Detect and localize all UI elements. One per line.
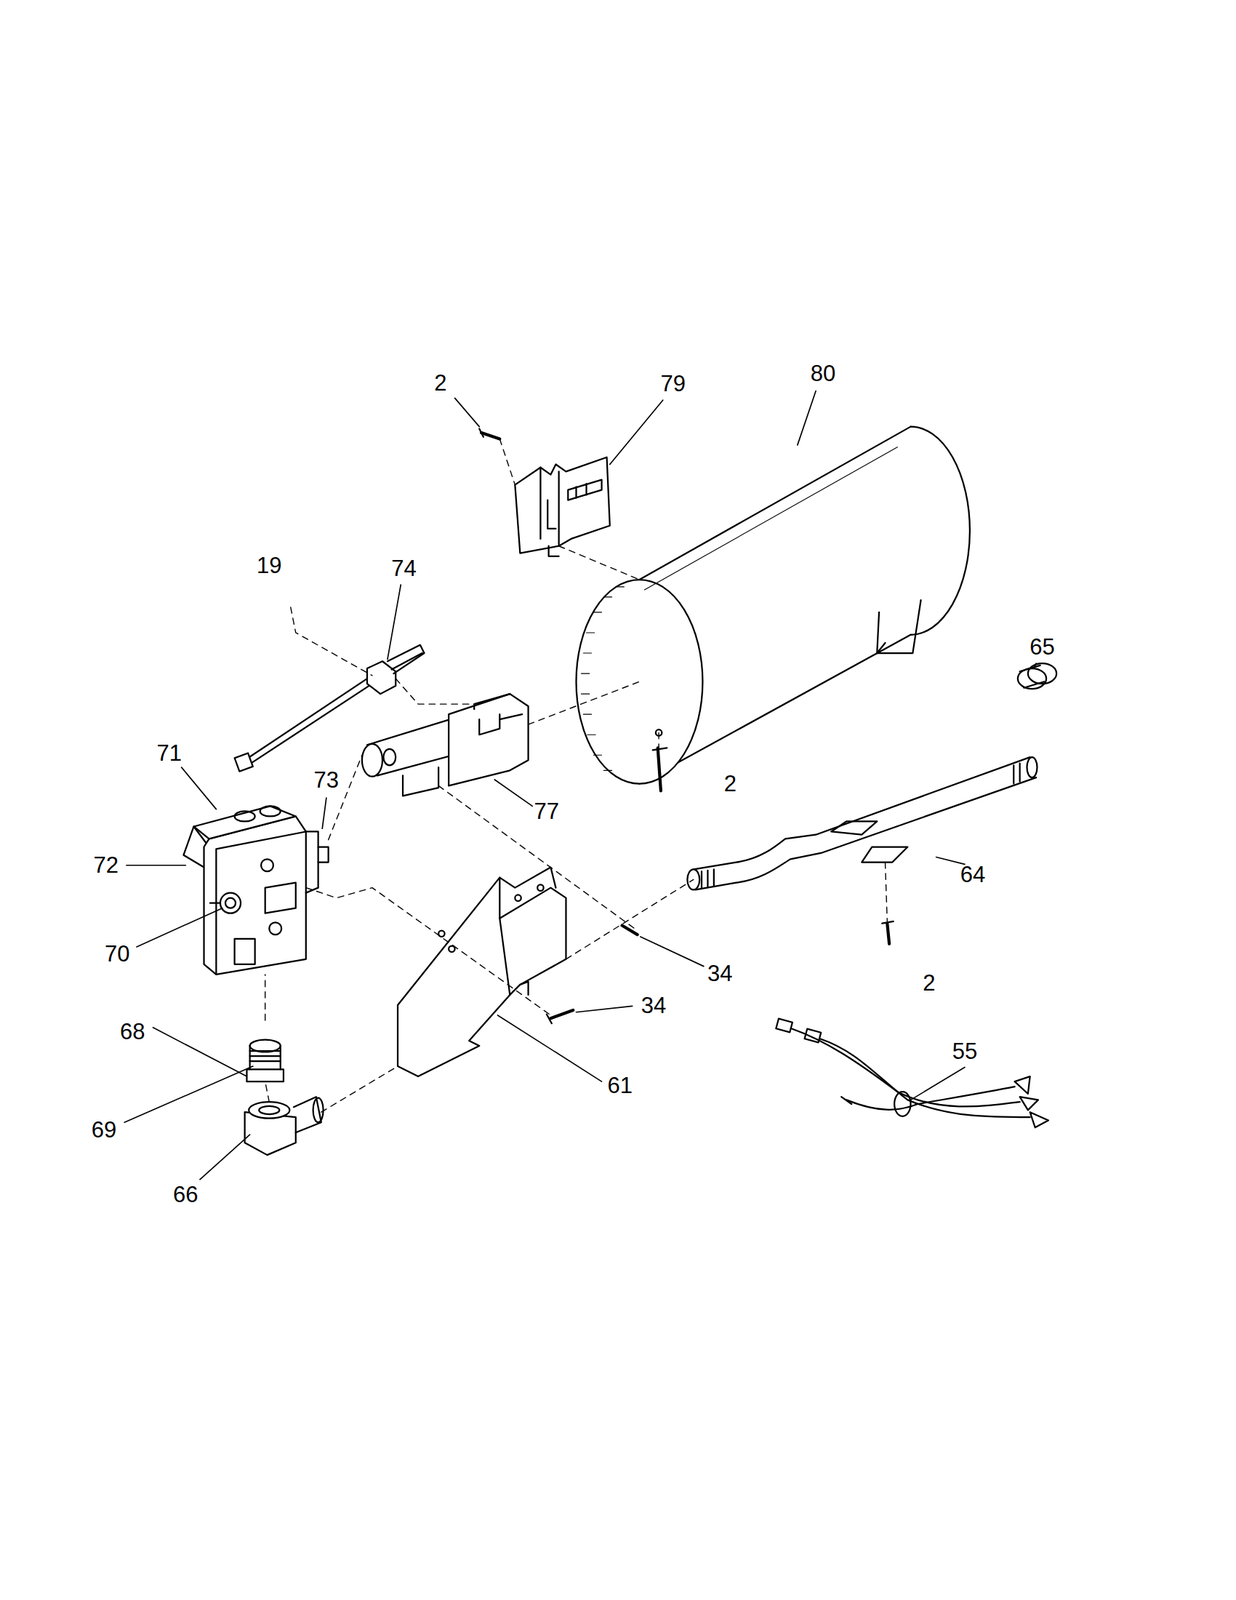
elbow-fitting bbox=[245, 1096, 324, 1155]
callout-number: 79 bbox=[660, 372, 685, 395]
burner bbox=[362, 693, 529, 796]
gas-valve bbox=[183, 805, 328, 974]
callout-number: 68 bbox=[119, 1020, 145, 1043]
callout-number: 65 bbox=[1029, 635, 1055, 658]
callout-number: 2 bbox=[434, 370, 447, 394]
callout-number: 2 bbox=[724, 772, 737, 795]
callout-number: 66 bbox=[173, 1182, 198, 1206]
igniter bbox=[234, 644, 425, 772]
callout-number: 64 bbox=[960, 863, 986, 886]
callout-number: 71 bbox=[157, 741, 182, 765]
valve-bracket bbox=[397, 867, 566, 1077]
callout-number: 19 bbox=[256, 554, 282, 577]
burner-tube bbox=[575, 426, 970, 784]
callout-number: 77 bbox=[534, 799, 560, 823]
callout-number: 55 bbox=[952, 1038, 978, 1062]
wire-harness bbox=[775, 1018, 1049, 1128]
callout-number: 69 bbox=[91, 1117, 117, 1141]
callout-number: 73 bbox=[314, 767, 339, 791]
fitting bbox=[246, 1039, 283, 1082]
callout-number: 2 bbox=[922, 970, 935, 994]
cap bbox=[1017, 663, 1057, 689]
callout-number: 74 bbox=[391, 556, 416, 580]
callout-number: 70 bbox=[104, 942, 130, 965]
switch-bracket bbox=[514, 457, 610, 557]
callout-number: 34 bbox=[707, 961, 733, 985]
callout-number: 80 bbox=[810, 362, 836, 385]
callout-number: 34 bbox=[641, 993, 666, 1016]
callout-number: 72 bbox=[93, 853, 119, 877]
gas-tube bbox=[687, 756, 1037, 890]
callout-number: 61 bbox=[607, 1073, 633, 1097]
